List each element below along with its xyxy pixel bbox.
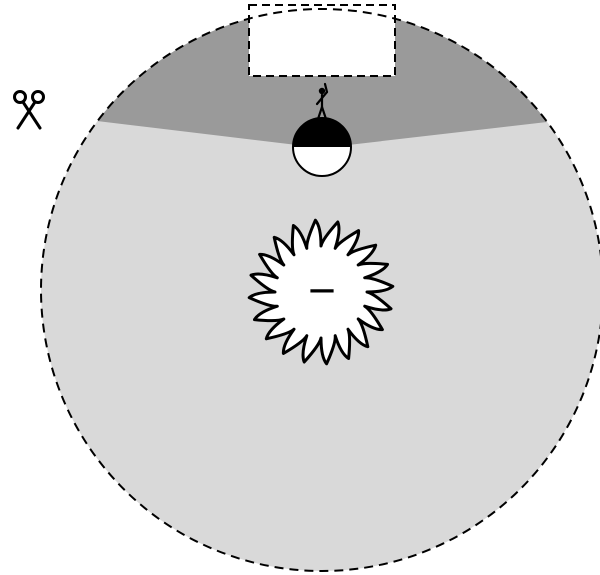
scissors-icon [15, 92, 44, 129]
hemisphere [293, 118, 351, 176]
center-label: — [309, 275, 335, 305]
top-notch [249, 5, 395, 76]
